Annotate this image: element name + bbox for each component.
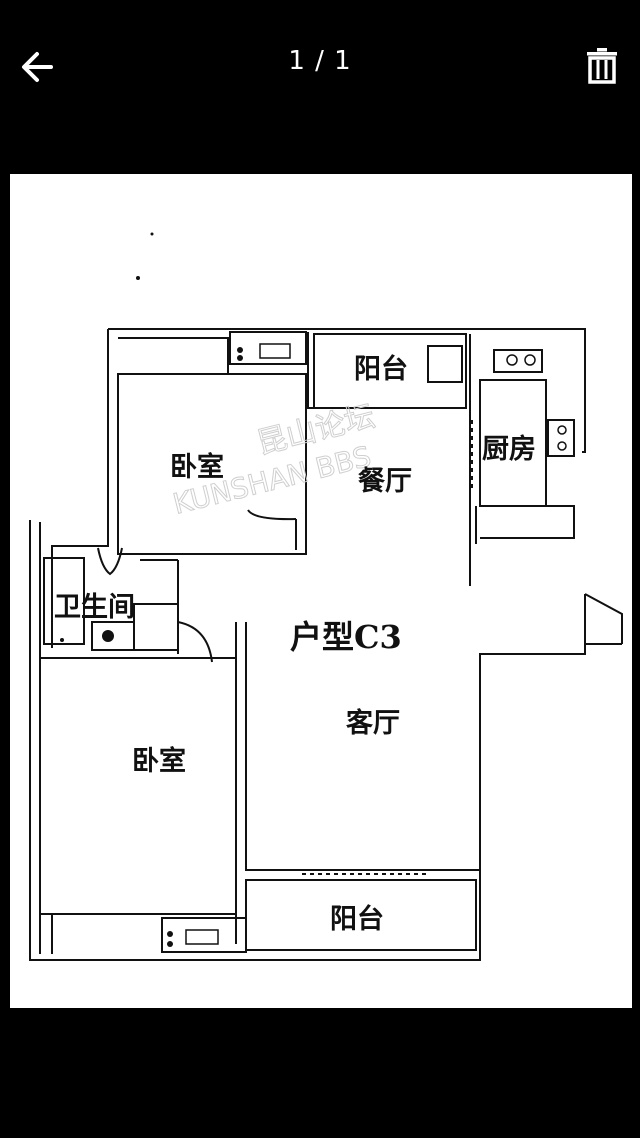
label-living: 客厅	[346, 707, 400, 739]
label-bedroom-bottom: 卧室	[132, 745, 186, 777]
delete-button[interactable]	[578, 42, 626, 90]
label-dining: 餐厅	[358, 466, 412, 497]
label-kitchen: 厨房	[482, 434, 536, 465]
label-balcony-top: 阳台	[354, 353, 408, 385]
back-button[interactable]	[14, 44, 60, 90]
plan-title: 户型C3	[290, 618, 402, 656]
label-bathroom: 卫生间	[54, 592, 135, 623]
image-counter: 1 / 1	[288, 46, 352, 76]
label-bedroom-top: 卧室	[170, 451, 224, 483]
floorplan-drawing: 昆山论坛 KUNSHAN BBS 卧室 阳台 餐厅 厨房 卫生间 户型C3 客厅…	[29, 232, 623, 961]
top-bar: 1 / 1	[0, 0, 640, 130]
floorplan-image[interactable]: 昆山论坛 KUNSHAN BBS 卧室 阳台 餐厅 厨房 卫生间 户型C3 客厅…	[10, 174, 632, 1008]
trash-icon	[587, 48, 617, 84]
label-balcony-bottom: 阳台	[330, 903, 384, 935]
arrow-left-icon	[22, 52, 53, 82]
